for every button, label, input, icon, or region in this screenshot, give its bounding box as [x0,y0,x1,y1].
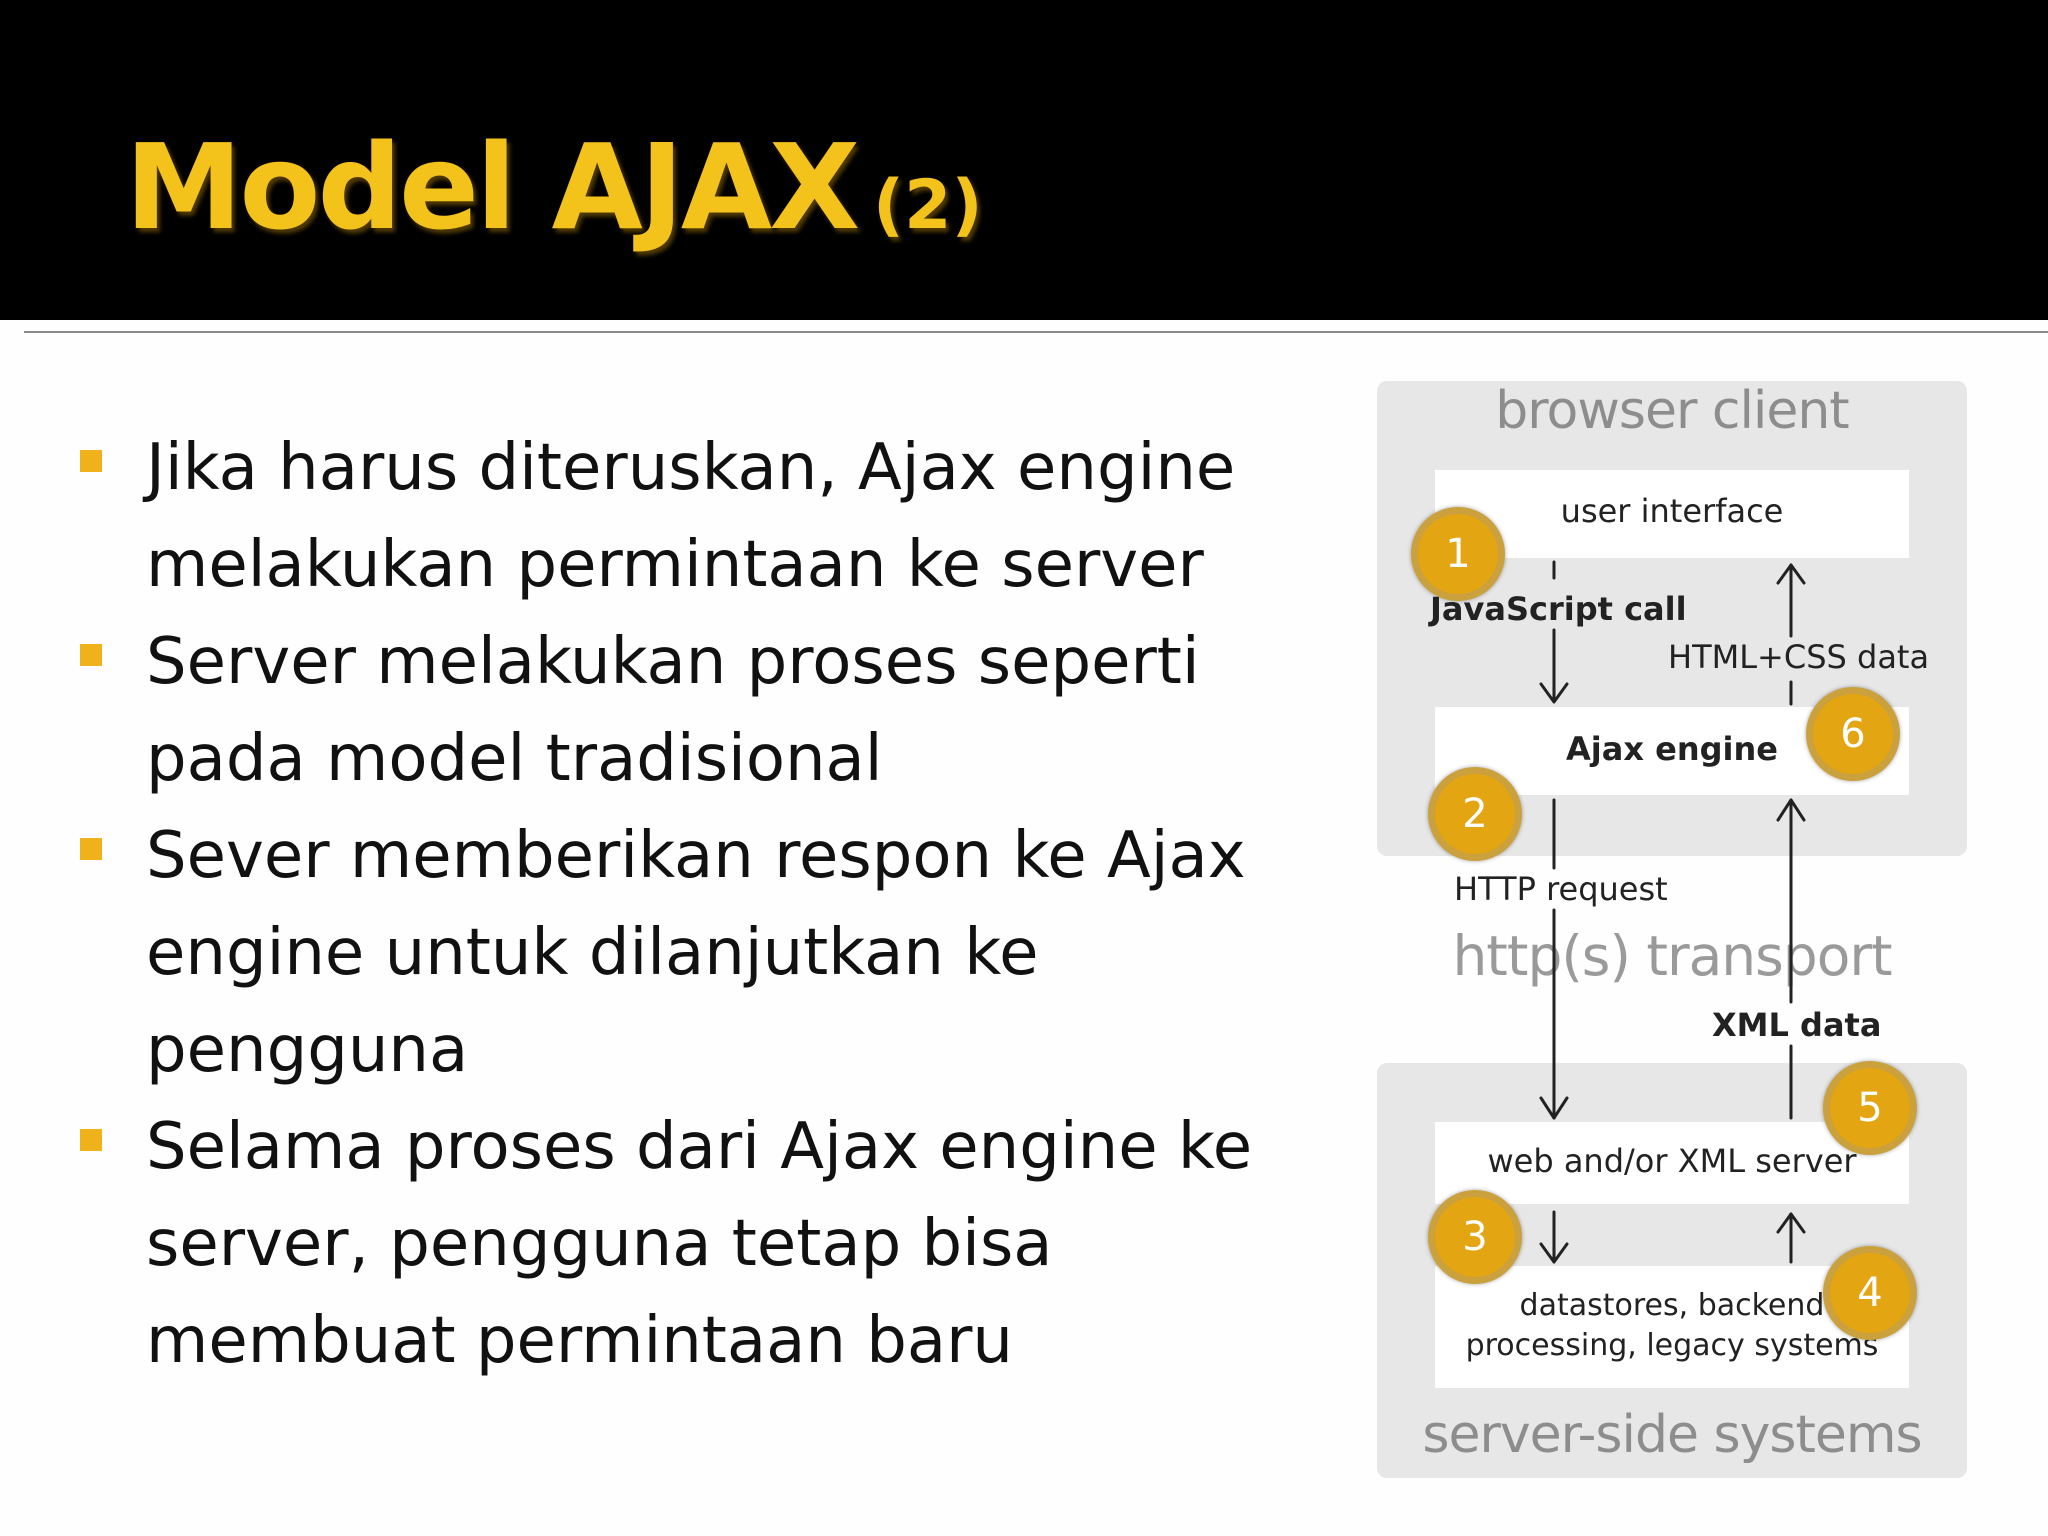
title-sub: (2) [873,166,983,245]
web-server-label: web and/or XML server [1487,1142,1857,1180]
bullet-square-icon [80,1129,102,1151]
bullet-line: Jika harus diteruskan, Ajax engine [146,431,1236,505]
title-main: Model AJAX [125,118,860,256]
user-interface-label: user interface [1560,492,1784,530]
bullet-line: pada model tradisional [146,722,883,796]
bullet-line: pengguna [146,1013,469,1087]
browser-client-label: browser client [1495,381,1849,441]
xml-data-label: XML data [1712,1006,1882,1044]
arrow-xml-data-head [1776,798,1806,822]
server-side-label: server-side systems [1422,1405,1922,1465]
arrow-http-request-head [1539,1096,1569,1120]
bullet-square-icon [80,838,102,860]
bullet-item: Sever memberikan respon ke Ajax engine u… [76,808,1306,1099]
bullet-item: Selama proses dari Ajax engine ke server… [76,1099,1306,1390]
bullet-line: Selama proses dari Ajax engine ke [146,1110,1253,1184]
bullet-item: Server melakukan proses seperti pada mod… [76,614,1306,808]
transport-label: http(s) transport [1452,924,1892,988]
arrow-js-call-head [1539,682,1569,704]
bullet-line: Sever memberikan respon ke Ajax [146,819,1246,893]
step-badge-5: 5 [1823,1061,1917,1155]
http-request-label: HTTP request [1454,870,1668,908]
bullet-line: Server melakukan proses seperti [146,625,1200,699]
datastores-label-line2: processing, legacy systems [1465,1328,1879,1363]
title-divider [24,331,2048,333]
bullet-line: membuat permintaan baru [146,1304,1013,1378]
bullet-square-icon [80,450,102,472]
bullet-item: Jika harus diteruskan, Ajax engine melak… [76,420,1306,614]
step-badge-3: 3 [1428,1190,1522,1284]
arrow-data-to-server-head [1776,1212,1806,1234]
html-css-data-label: HTML+CSS data [1668,638,1930,676]
datastores-label-line1: datastores, backend [1519,1288,1825,1323]
step-badge-4: 4 [1823,1246,1917,1340]
ajax-engine-label: Ajax engine [1566,730,1778,768]
bullet-line: engine untuk dilanjutkan ke [146,916,1039,990]
bullet-list: Jika harus diteruskan, Ajax engine melak… [76,420,1306,1390]
bullet-line: melakukan permintaan ke server [146,528,1204,602]
web-server-box: web and/or XML server [1435,1122,1909,1204]
step-badge-2: 2 [1428,767,1522,861]
bullet-line: server, pengguna tetap bisa [146,1207,1053,1281]
arrow-html-css-head [1776,563,1806,585]
arrow-server-to-data-head [1539,1242,1569,1264]
bullet-square-icon [80,644,102,666]
step-badge-1: 1 [1411,507,1505,601]
user-interface-box: user interface [1435,470,1909,558]
step-badge-6: 6 [1806,687,1900,781]
title-bar: Model AJAX(2) [0,0,2048,320]
slide-title: Model AJAX(2) [125,118,983,256]
